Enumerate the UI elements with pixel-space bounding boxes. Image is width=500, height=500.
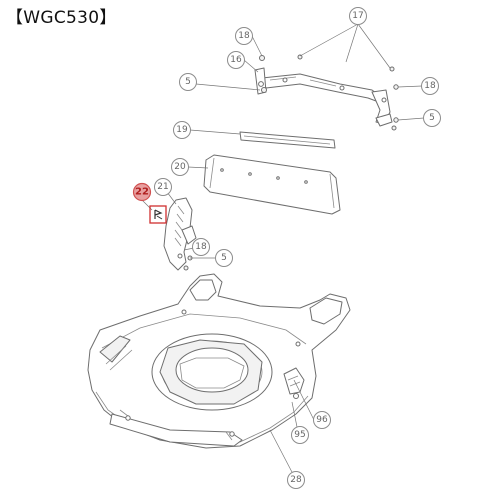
callout-5-right: 5 bbox=[423, 109, 441, 127]
callout-5-right-label: 5 bbox=[429, 113, 435, 123]
callout-5-mid: 5 bbox=[215, 249, 233, 267]
callout-95: 95 bbox=[291, 426, 309, 444]
callout-28-label: 28 bbox=[290, 475, 302, 485]
callout-highlight-label: 22 bbox=[135, 187, 149, 198]
height-adjuster-bracket bbox=[163, 197, 197, 271]
callout-28: 28 bbox=[287, 471, 305, 489]
callout-16: 16 bbox=[227, 51, 245, 69]
callout-highlight[interactable]: 22 bbox=[132, 182, 152, 202]
rod-linkage-part bbox=[254, 67, 393, 127]
callout-5-left-label: 5 bbox=[185, 77, 191, 87]
callout-17-label: 17 bbox=[352, 11, 363, 21]
callout-96: 96 bbox=[313, 411, 331, 429]
highlighted-part-box bbox=[149, 205, 167, 224]
callout-5-mid-label: 5 bbox=[221, 253, 227, 263]
flap-panel-part bbox=[203, 154, 341, 215]
mower-deck-housing bbox=[87, 273, 351, 449]
callout-16-label: 16 bbox=[230, 55, 242, 65]
callout-96-label: 96 bbox=[316, 415, 328, 425]
highlighted-part-icon bbox=[154, 209, 163, 220]
diagram-title: 【WGC530】 bbox=[6, 8, 117, 28]
callout-18-top-label: 18 bbox=[238, 31, 250, 41]
callout-18-right: 18 bbox=[421, 77, 439, 95]
callout-18-mid-label: 18 bbox=[195, 242, 207, 252]
callout-18-top: 18 bbox=[235, 27, 253, 45]
callout-5-left: 5 bbox=[179, 73, 197, 91]
callout-20: 20 bbox=[171, 158, 189, 176]
callout-21: 21 bbox=[154, 178, 172, 196]
callout-21-label: 21 bbox=[157, 182, 168, 192]
callout-18-right-label: 18 bbox=[424, 81, 436, 91]
callout-20-label: 20 bbox=[174, 162, 186, 172]
leader-lines bbox=[141, 23, 425, 477]
rail-part bbox=[239, 131, 336, 149]
callout-95-label: 95 bbox=[294, 430, 305, 440]
callout-19: 19 bbox=[173, 121, 191, 139]
callout-18-mid: 18 bbox=[192, 238, 210, 256]
callout-17: 17 bbox=[349, 7, 367, 25]
callout-19-label: 19 bbox=[176, 125, 188, 135]
